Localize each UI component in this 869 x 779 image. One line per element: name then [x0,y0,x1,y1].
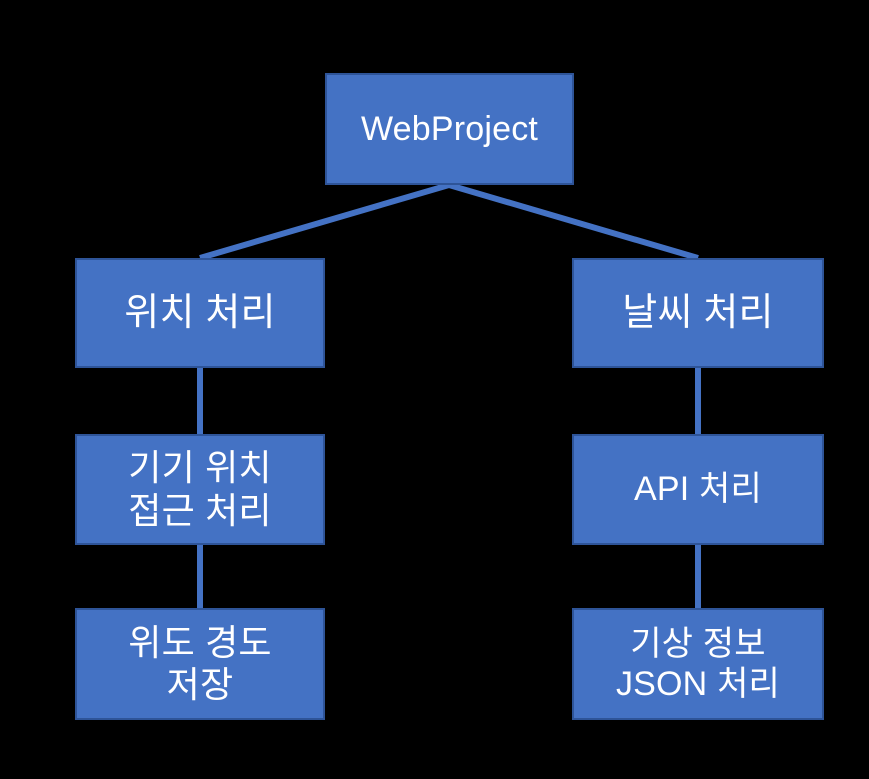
node-latlng-storage[interactable]: 위도 경도 저장 [75,608,325,720]
node-location-processing[interactable]: 위치 처리 [75,258,325,368]
node-weather-processing[interactable]: 날씨 처리 [572,258,824,368]
node-device-location-access[interactable]: 기기 위치 접근 처리 [75,434,325,545]
node-api-processing[interactable]: API 처리 [572,434,824,545]
node-weather-json-processing[interactable]: 기상 정보 JSON 처리 [572,608,824,720]
node-webproject[interactable]: WebProject [325,73,574,185]
edge-root-to-right-branch [448,182,699,261]
edge-root-to-left-branch [199,182,450,261]
